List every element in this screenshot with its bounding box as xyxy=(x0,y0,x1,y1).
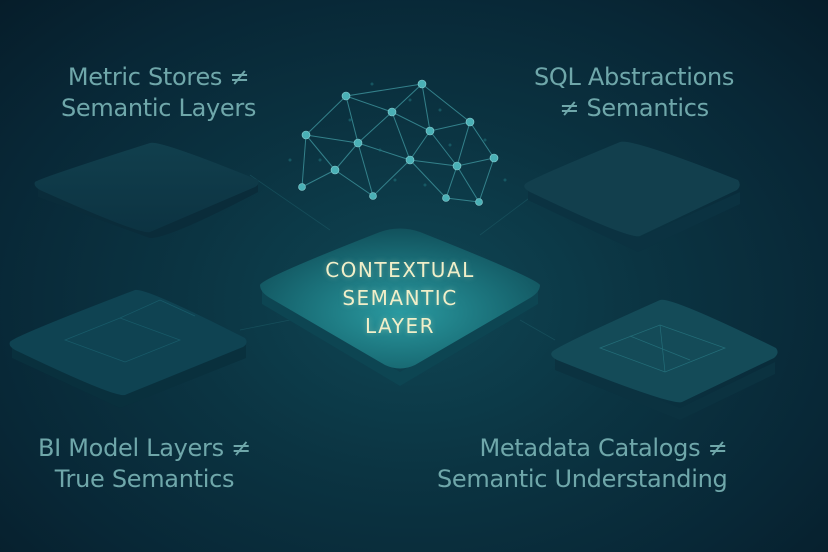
platform-contextual-semantic-layer xyxy=(260,228,540,386)
label-line: Metric Stores ≠ xyxy=(67,63,250,91)
label-line: Metadata Catalogs ≠ xyxy=(479,434,728,462)
label-sql-abstractions: SQL Abstractions ≠ Semantics xyxy=(534,62,734,124)
center-label-line: LAYER xyxy=(365,314,435,338)
platform-bi-model-layers xyxy=(9,289,247,408)
label-line: SQL Abstractions xyxy=(534,63,735,91)
label-metadata-catalogs: Metadata Catalogs ≠ Semantic Understandi… xyxy=(437,433,728,495)
label-line: Semantic Understanding xyxy=(437,465,728,493)
label-line: BI Model Layers ≠ xyxy=(38,434,251,462)
label-line: Semantic Layers xyxy=(61,94,257,122)
platform-sql-abstractions xyxy=(524,141,740,252)
center-label-line: CONTEXTUAL xyxy=(325,258,475,282)
center-label: CONTEXTUAL SEMANTIC LAYER xyxy=(300,256,500,340)
network-graph-icon xyxy=(288,79,507,206)
label-line: ≠ Semantics xyxy=(559,94,709,122)
label-bi-model-layers: BI Model Layers ≠ True Semantics xyxy=(38,433,251,495)
platform-metadata-catalogs xyxy=(551,299,778,420)
label-line: True Semantics xyxy=(54,465,235,493)
platform-metric-stores xyxy=(34,142,259,238)
label-metric-stores: Metric Stores ≠ Semantic Layers xyxy=(61,62,256,124)
center-label-line: SEMANTIC xyxy=(342,286,458,310)
